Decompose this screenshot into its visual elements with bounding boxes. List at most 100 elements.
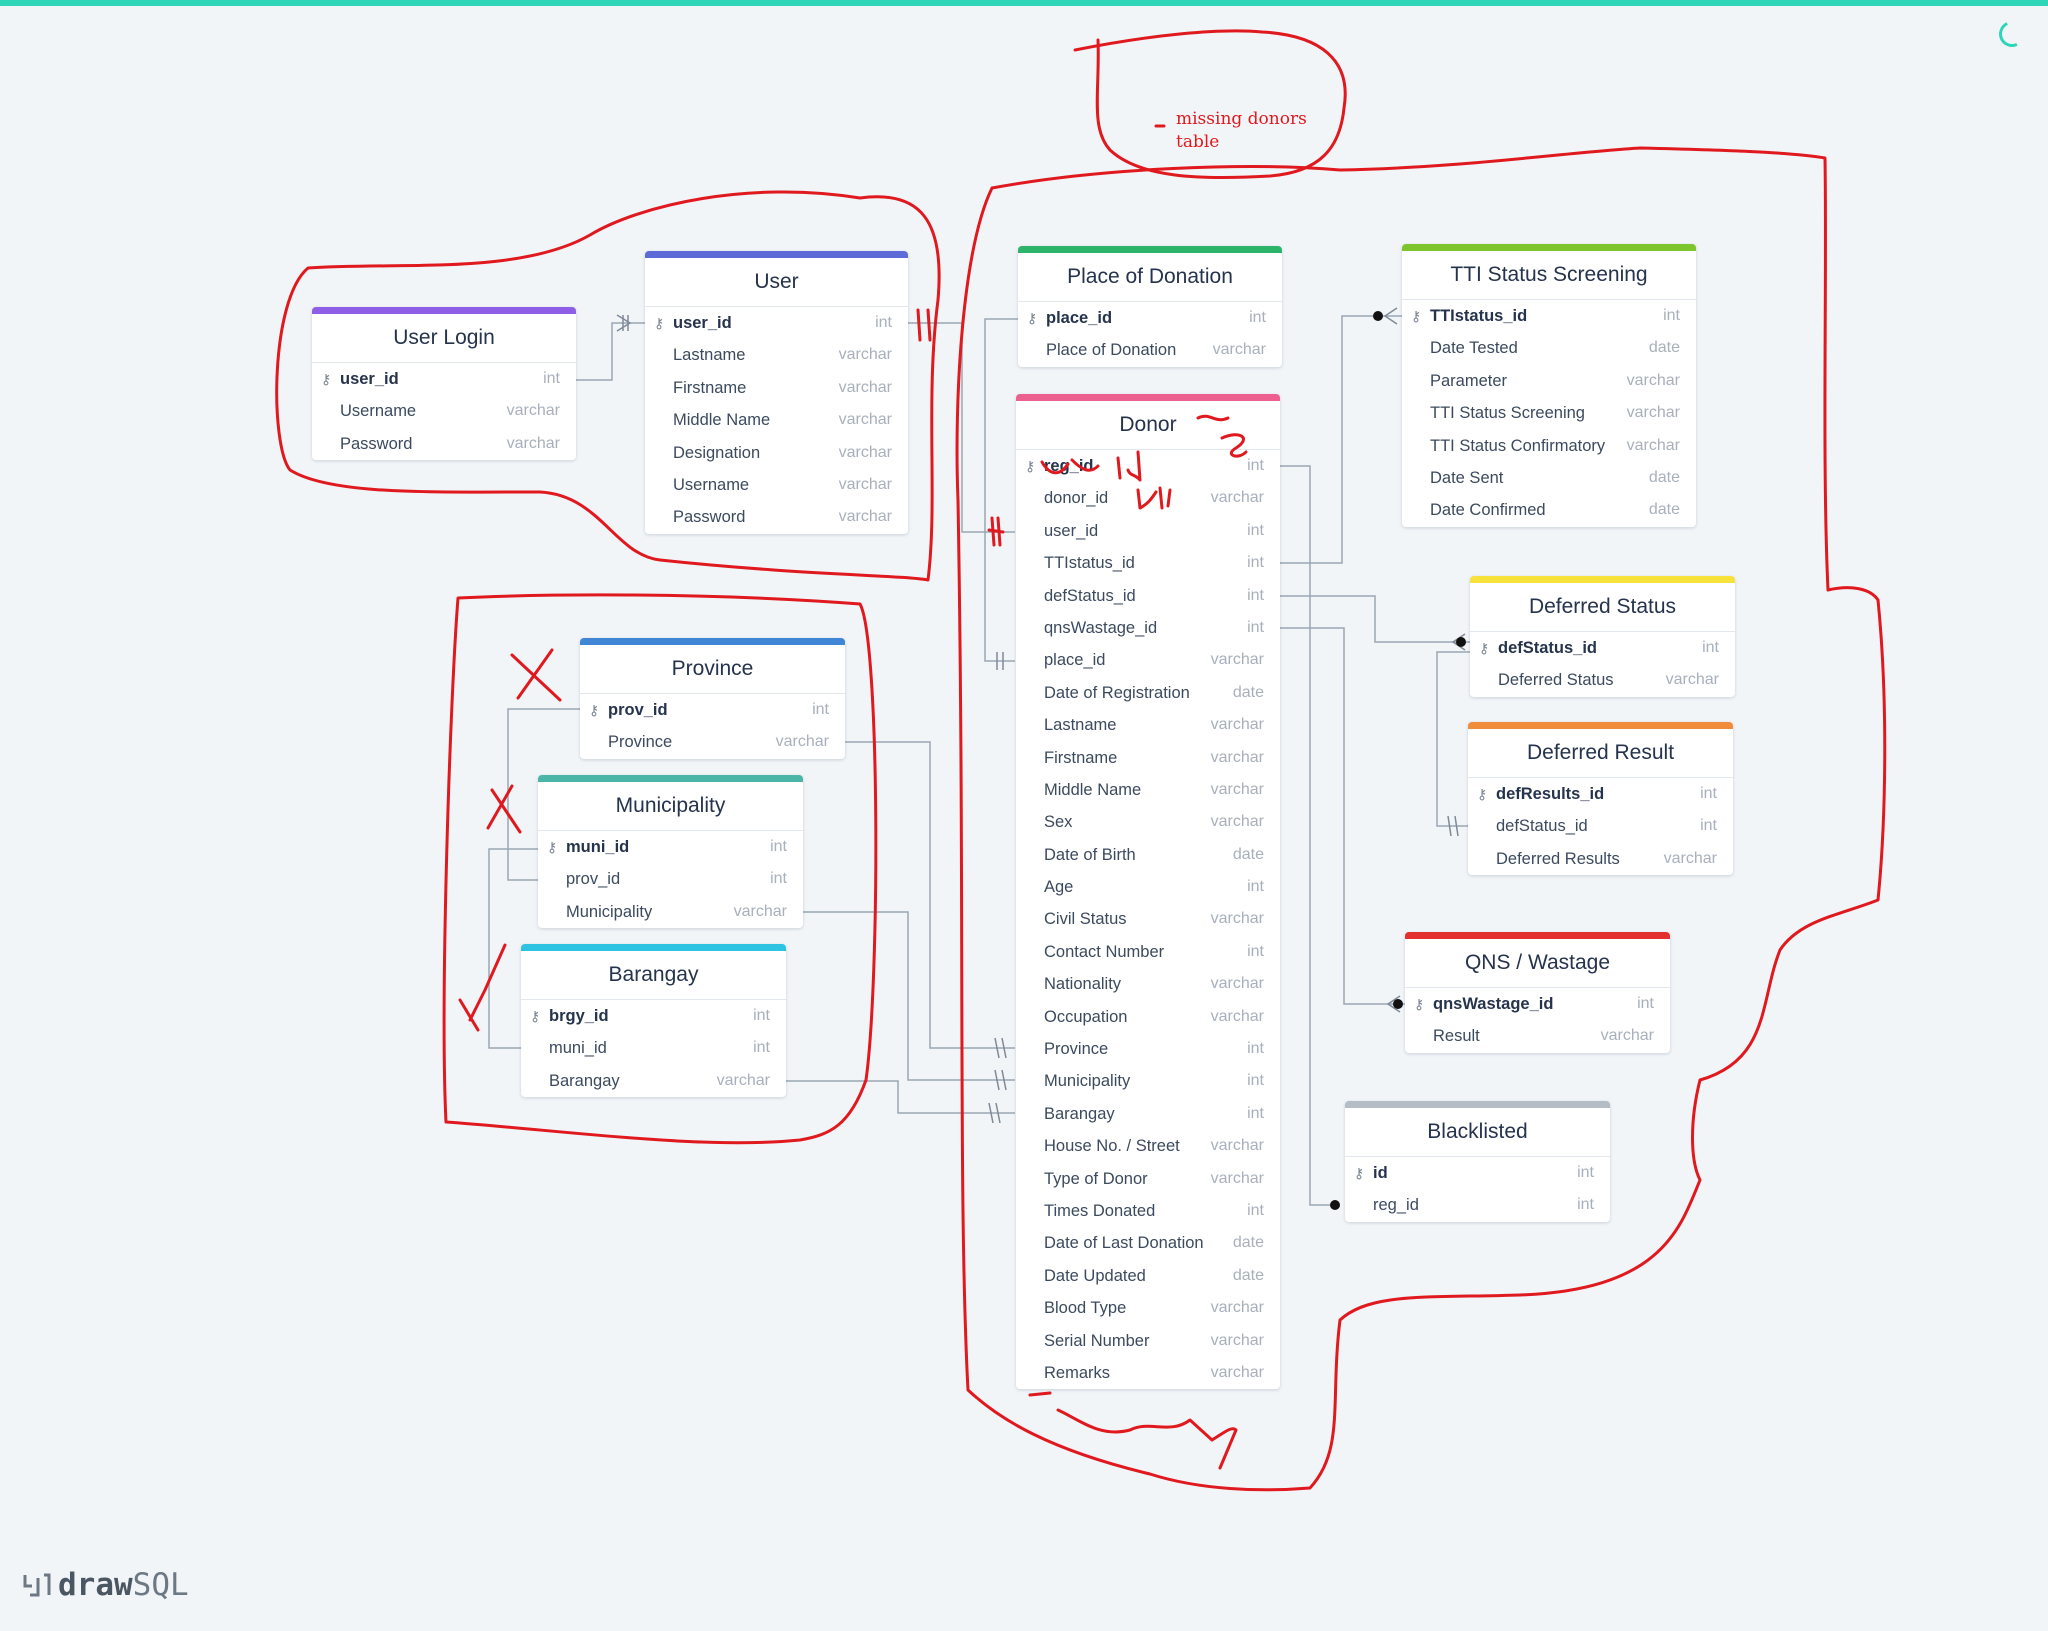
field-type: varchar xyxy=(1626,404,1680,422)
field-type: int xyxy=(1249,309,1266,326)
table-title[interactable]: TTI Status Screening xyxy=(1402,251,1696,300)
table-title[interactable]: Donor xyxy=(1016,401,1280,450)
field-name: Date Updated xyxy=(1044,1266,1146,1285)
table-title[interactable]: Deferred Status xyxy=(1470,583,1735,632)
table-title[interactable]: User xyxy=(645,258,908,307)
table-title[interactable]: Deferred Result xyxy=(1468,729,1733,778)
table-title[interactable]: Barangay xyxy=(521,951,786,1000)
table-title[interactable]: Place of Donation xyxy=(1018,253,1282,302)
table-title[interactable]: QNS / Wastage xyxy=(1405,939,1670,988)
table-title[interactable]: Blacklisted xyxy=(1345,1108,1610,1157)
table-title[interactable]: Municipality xyxy=(538,782,803,831)
field-type: varchar xyxy=(1210,716,1264,734)
field-type: int xyxy=(1247,1201,1264,1219)
field-type: int xyxy=(770,870,787,888)
table-title[interactable]: Province xyxy=(580,645,845,694)
field-name: Deferred Status xyxy=(1498,671,1614,690)
field-type: varchar xyxy=(838,475,892,493)
field-type: varchar xyxy=(838,443,892,461)
drawsql-logo[interactable]: drawSQL xyxy=(22,1565,189,1605)
table-title[interactable]: User Login xyxy=(312,314,576,363)
